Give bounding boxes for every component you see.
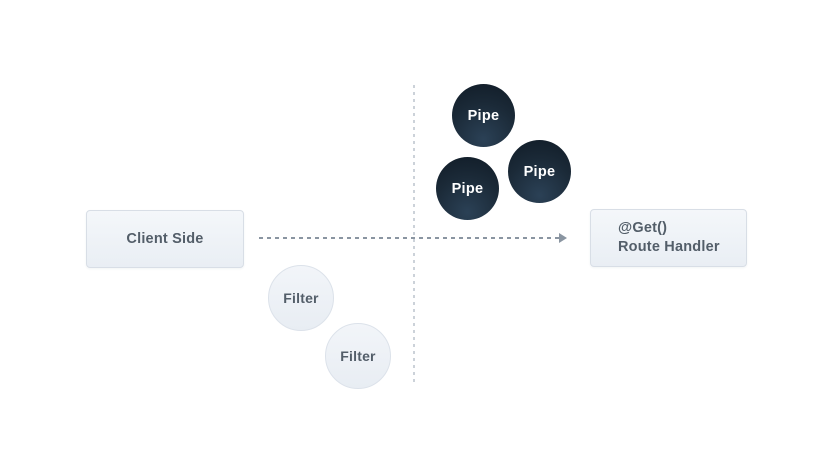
pipe-circle-1: Pipe — [452, 84, 515, 147]
request-flow-dashed-line — [259, 237, 559, 239]
vertical-dashed-divider — [413, 85, 415, 385]
arrow-right-icon — [559, 233, 567, 243]
pipe-label: Pipe — [451, 180, 484, 197]
route-handler-label: Route Handler — [618, 239, 720, 255]
pipe-label: Pipe — [467, 107, 500, 124]
route-handler-box: @Get() Route Handler — [590, 209, 747, 267]
filter-label: Filter — [340, 348, 376, 364]
pipe-label: Pipe — [523, 163, 556, 180]
filter-circle-1: Filter — [268, 265, 334, 331]
filter-label: Filter — [283, 290, 319, 306]
pipe-circle-3: Pipe — [436, 157, 499, 220]
pipe-circle-2: Pipe — [508, 140, 571, 203]
client-side-label: Client Side — [126, 231, 204, 247]
client-side-box: Client Side — [86, 210, 244, 268]
filter-circle-2: Filter — [325, 323, 391, 389]
route-handler-decorator-label: @Get() — [618, 220, 668, 236]
